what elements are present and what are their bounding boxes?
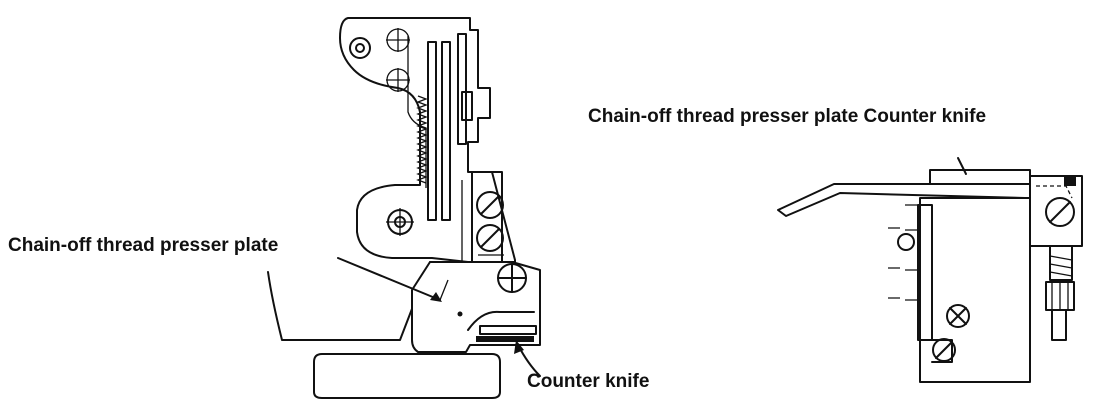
label-right-presser-plate-counter-knife: Chain-off thread presser plate Counter k… <box>588 106 987 127</box>
counter-knife-right <box>1029 175 1083 341</box>
right-assembly <box>777 157 1083 383</box>
leader-right <box>957 157 967 175</box>
counter-knife-left <box>476 325 537 342</box>
label-chain-off-presser-plate: Chain-off thread presser plate <box>8 235 279 256</box>
label-counter-knife: Counter knife <box>527 371 650 392</box>
chain-off-presser-plate <box>267 261 541 353</box>
left-assembly <box>267 17 541 399</box>
main-body <box>888 197 1031 383</box>
feed-slots <box>416 33 473 221</box>
leader-plate <box>337 257 441 301</box>
side-screws <box>461 171 504 263</box>
screw-holes <box>349 28 414 236</box>
bed-base <box>313 353 501 399</box>
